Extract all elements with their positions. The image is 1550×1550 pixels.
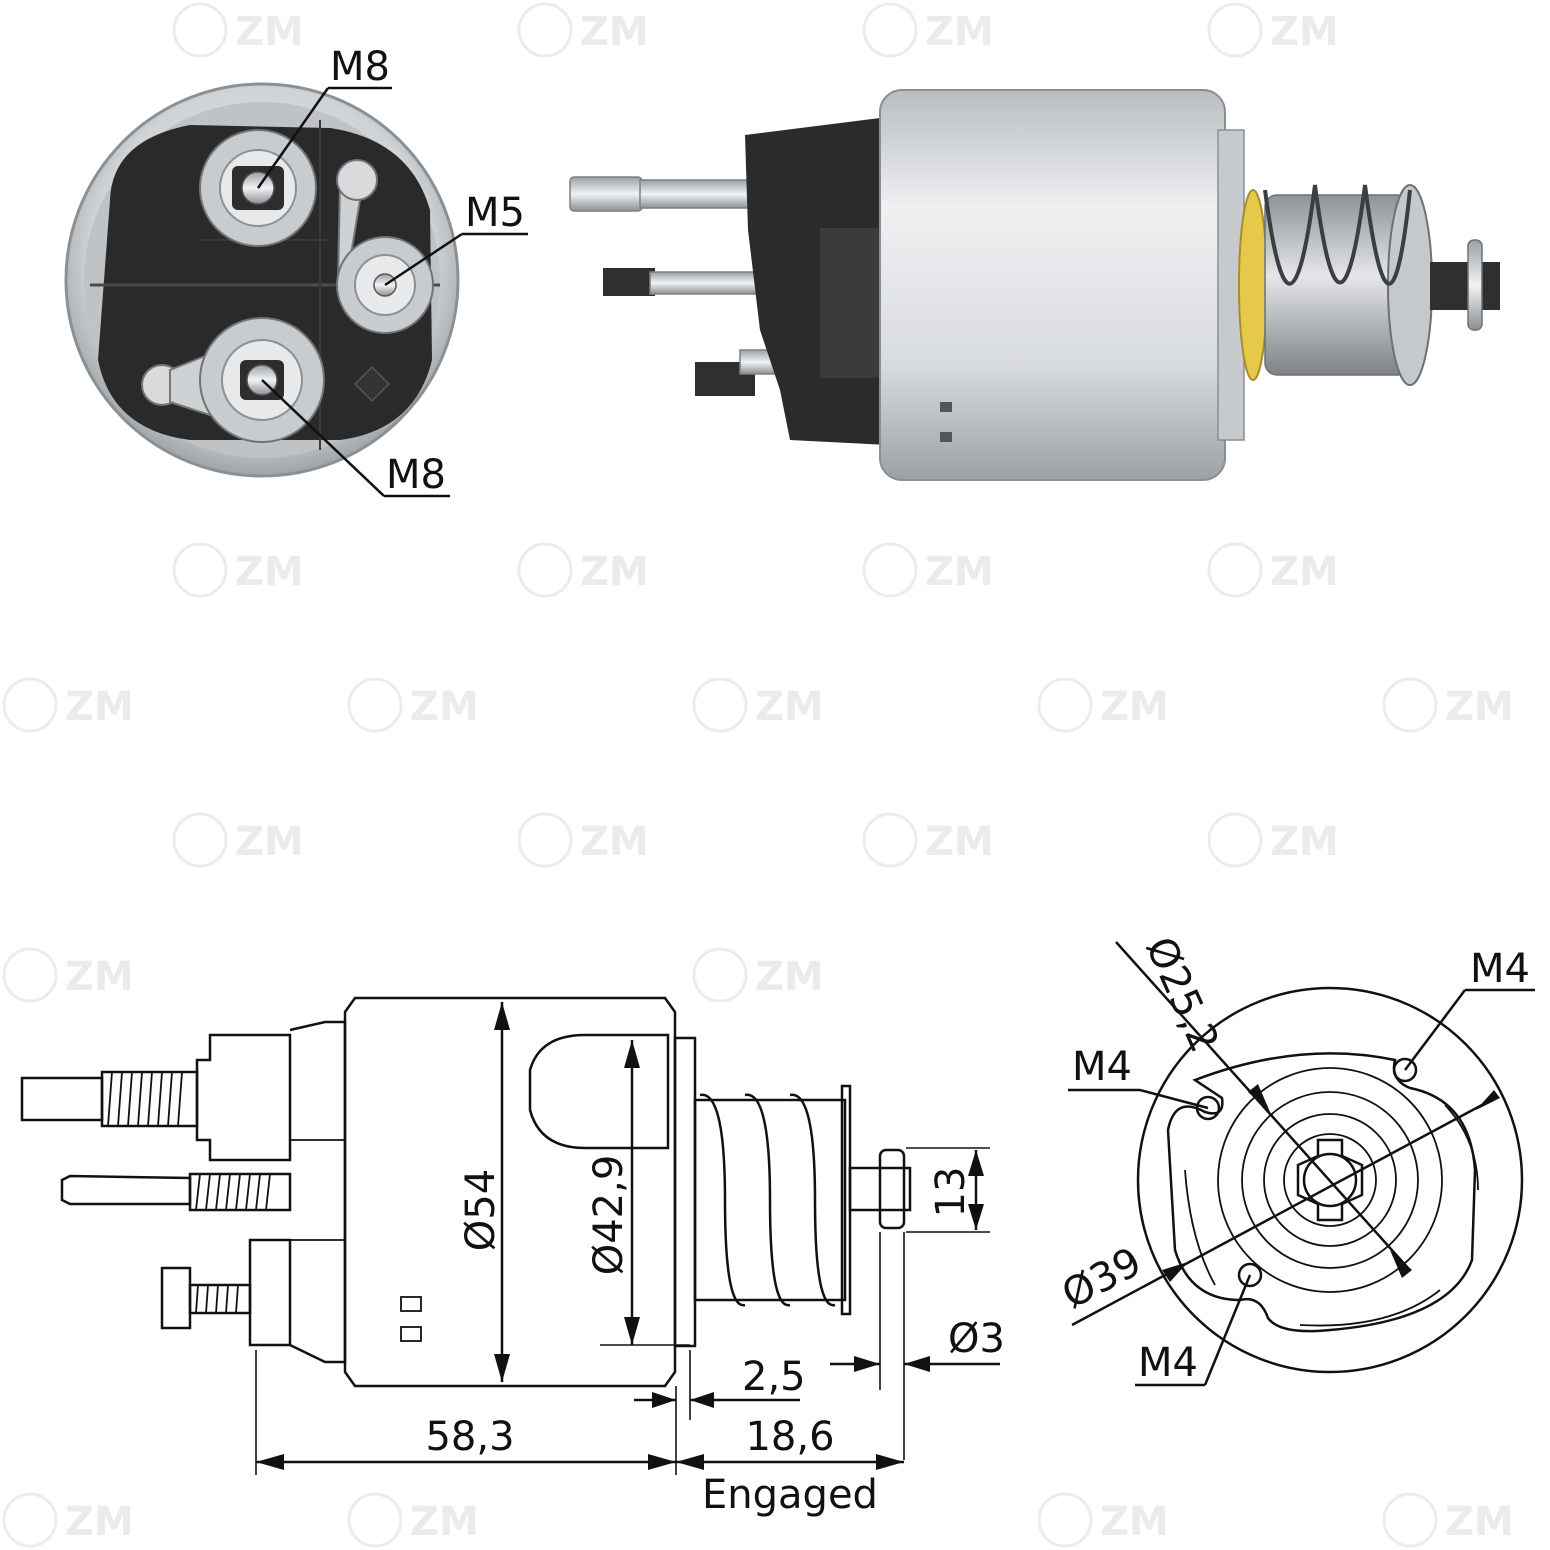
svg-text:18,6: 18,6 bbox=[745, 1414, 834, 1460]
svg-text:ZM: ZM bbox=[1445, 1499, 1514, 1545]
svg-text:13: 13 bbox=[928, 1167, 974, 1218]
watermark-logo: ZM bbox=[172, 812, 304, 868]
svg-text:M8: M8 bbox=[330, 44, 390, 90]
svg-text:ZM: ZM bbox=[925, 819, 994, 865]
watermark-logo: ZM bbox=[862, 2, 994, 58]
svg-text:M4: M4 bbox=[1072, 1044, 1132, 1090]
watermark-logo: ZM bbox=[1207, 542, 1339, 598]
callout-top-m8: M8 bbox=[256, 44, 392, 189]
svg-text:ZM: ZM bbox=[1270, 9, 1339, 55]
svg-text:ZM: ZM bbox=[235, 819, 304, 865]
svg-text:Ø39: Ø39 bbox=[1055, 1239, 1149, 1318]
svg-text:Ø54: Ø54 bbox=[458, 1169, 504, 1251]
watermark-logo: ZM bbox=[172, 2, 304, 58]
watermark-logo: ZM bbox=[1382, 1492, 1514, 1548]
svg-text:ZM: ZM bbox=[1270, 549, 1339, 595]
watermark-logo: ZM bbox=[2, 947, 134, 1003]
svg-text:ZM: ZM bbox=[65, 954, 134, 1000]
svg-text:ZM: ZM bbox=[580, 9, 649, 55]
callout-bottom-m8: M8 bbox=[261, 379, 450, 498]
watermark-logo: ZM bbox=[2, 677, 134, 733]
watermark-logo: ZM bbox=[172, 542, 304, 598]
callout-thread-bottom: M4 bbox=[1135, 1274, 1252, 1387]
drawing-side-view bbox=[20, 996, 912, 1388]
svg-text:Ø25,2: Ø25,2 bbox=[1136, 930, 1227, 1059]
svg-text:Ø3: Ø3 bbox=[948, 1316, 1005, 1362]
svg-text:58,3: 58,3 bbox=[425, 1414, 514, 1460]
dim-body-diameter: Ø54 bbox=[458, 1002, 510, 1382]
dim-gap: 2,5 bbox=[634, 1350, 806, 1475]
watermark-logo: ZM bbox=[1207, 812, 1339, 868]
watermark-logo: ZM bbox=[347, 677, 479, 733]
svg-text:ZM: ZM bbox=[1270, 819, 1339, 865]
watermark-logo: ZM bbox=[862, 542, 994, 598]
svg-text:ZM: ZM bbox=[1100, 1499, 1169, 1545]
watermark-logo: ZM bbox=[1037, 1492, 1169, 1548]
dim-pin-diameter: Ø3 bbox=[830, 1232, 1005, 1460]
svg-text:M5: M5 bbox=[465, 190, 525, 236]
callout-thread-top-right: M4 bbox=[1404, 946, 1535, 1071]
svg-text:ZM: ZM bbox=[1100, 684, 1169, 730]
svg-text:ZM: ZM bbox=[1445, 684, 1514, 730]
svg-text:ZM: ZM bbox=[755, 954, 824, 1000]
svg-text:M4: M4 bbox=[1470, 946, 1530, 992]
watermark-logo: ZM bbox=[517, 542, 649, 598]
dim-cap-diameter: Ø42,9 bbox=[586, 1040, 690, 1346]
svg-text:ZM: ZM bbox=[410, 684, 479, 730]
dim-stroke-length: 18,6 Engaged bbox=[676, 1414, 904, 1518]
svg-text:M8: M8 bbox=[386, 452, 446, 498]
svg-text:M4: M4 bbox=[1138, 1340, 1198, 1386]
svg-text:ZM: ZM bbox=[410, 1499, 479, 1545]
callout-middle-m5: M5 bbox=[384, 190, 528, 287]
dim-bolt-circle: Ø25,2 bbox=[1115, 930, 1412, 1278]
watermark-logo: ZM bbox=[692, 947, 824, 1003]
svg-text:ZM: ZM bbox=[235, 9, 304, 55]
svg-text:ZM: ZM bbox=[65, 1499, 134, 1545]
svg-text:ZM: ZM bbox=[580, 819, 649, 865]
svg-text:Engaged: Engaged bbox=[702, 1472, 878, 1518]
dim-outer-diameter: Ø39 bbox=[1055, 1090, 1500, 1327]
svg-text:Ø42,9: Ø42,9 bbox=[586, 1155, 632, 1276]
svg-text:ZM: ZM bbox=[755, 684, 824, 730]
photo-end-cap bbox=[64, 82, 460, 478]
watermark-logo: ZM bbox=[862, 812, 994, 868]
watermark-logo: ZM bbox=[347, 1492, 479, 1548]
photo-side-view bbox=[569, 89, 1500, 481]
svg-text:ZM: ZM bbox=[235, 549, 304, 595]
svg-text:ZM: ZM bbox=[925, 549, 994, 595]
watermark-logo: ZM bbox=[692, 677, 824, 733]
svg-text:ZM: ZM bbox=[580, 549, 649, 595]
watermark-logo: ZM bbox=[1037, 677, 1169, 733]
watermark-logo: ZM bbox=[2, 1492, 134, 1548]
watermark-logo: ZM bbox=[1382, 677, 1514, 733]
svg-text:ZM: ZM bbox=[925, 9, 994, 55]
callout-thread-left: M4 bbox=[1068, 1044, 1209, 1110]
watermark-logo: ZM bbox=[517, 812, 649, 868]
drawing-end-view bbox=[1136, 986, 1524, 1374]
watermark-logo: ZM bbox=[517, 2, 649, 58]
watermark-logo: ZM bbox=[1207, 2, 1339, 58]
svg-text:2,5: 2,5 bbox=[742, 1354, 806, 1400]
dim-body-length: 58,3 bbox=[255, 1350, 676, 1475]
svg-text:ZM: ZM bbox=[65, 684, 134, 730]
watermark-layer: ZM ZM ZM ZM ZM ZM ZM ZM ZM ZM ZM ZM ZM Z… bbox=[2, 2, 1514, 1548]
dim-plunger-height: 13 bbox=[906, 1147, 990, 1233]
